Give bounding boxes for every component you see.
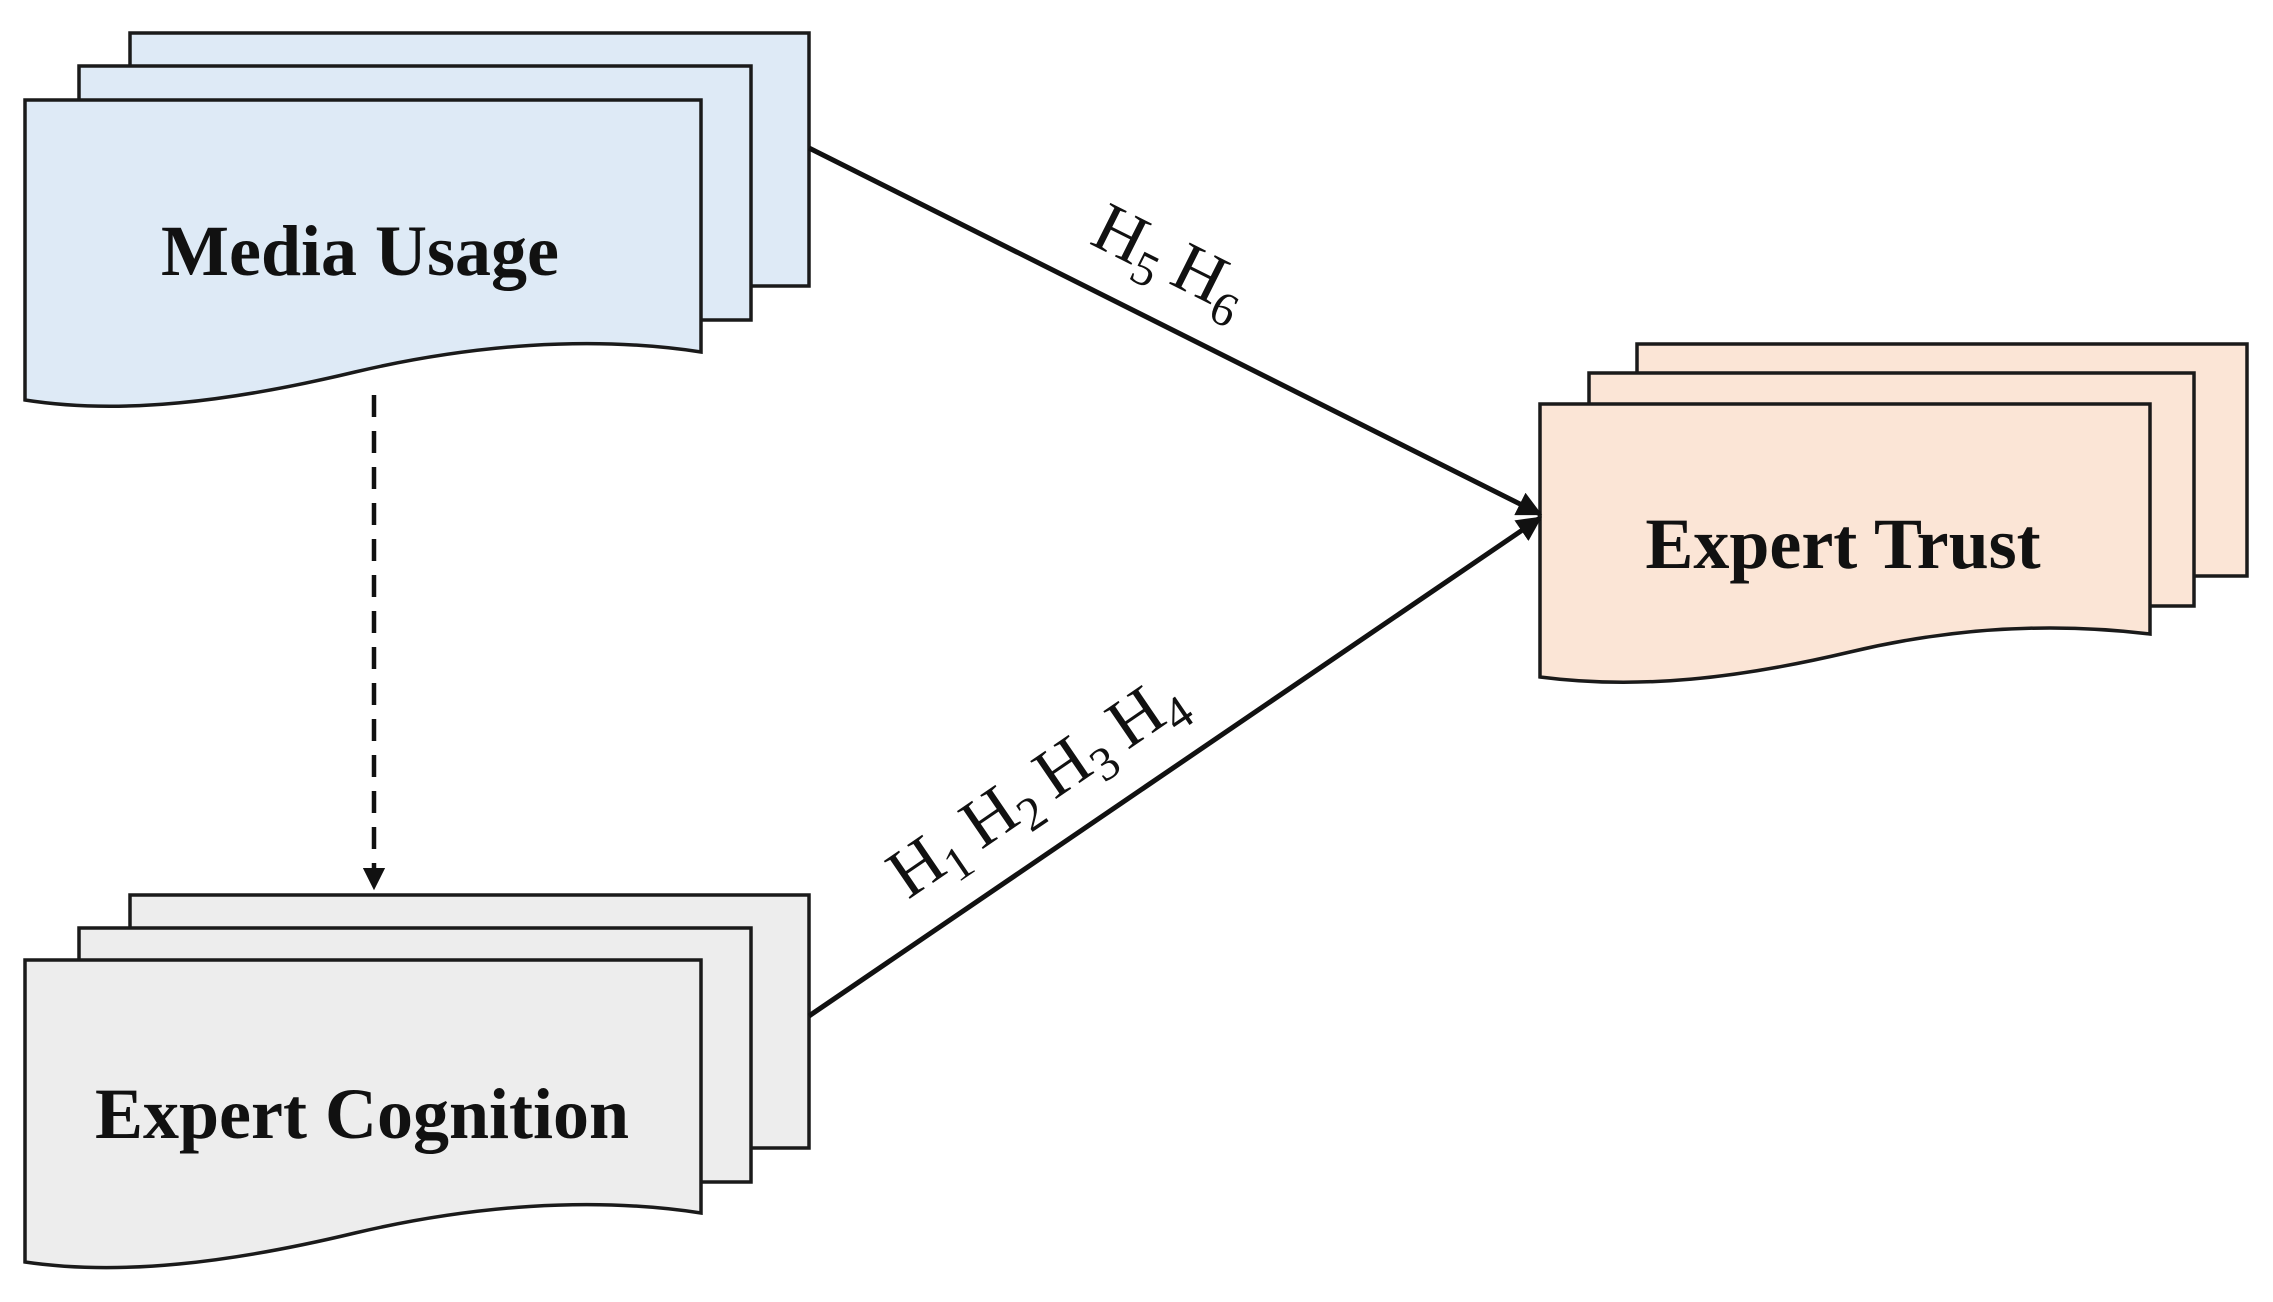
expert-trust-front-sheet [1538,402,2152,685]
arrow-media-usage-to-expert-trust [807,145,1543,517]
node-media-usage: Media Usage [23,31,811,408]
expert-cognition-front-sheet [23,958,703,1270]
media-usage-front-sheet [23,98,703,408]
expert-trust-label: Expert Trust [1645,504,2040,584]
hypotheses-label-cognition-to-trust: H1H2H3H4 [874,658,1204,921]
hypotheses-label-media-to-trust: H5H6 [1077,188,1261,338]
arrow-expert-cognition-to-expert-trust [807,515,1543,1019]
node-expert-cognition: Expert Cognition [23,893,811,1270]
media-usage-label: Media Usage [161,211,559,291]
expert-cognition-label: Expert Cognition [95,1074,629,1154]
node-expert-trust: Expert Trust [1538,342,2249,685]
